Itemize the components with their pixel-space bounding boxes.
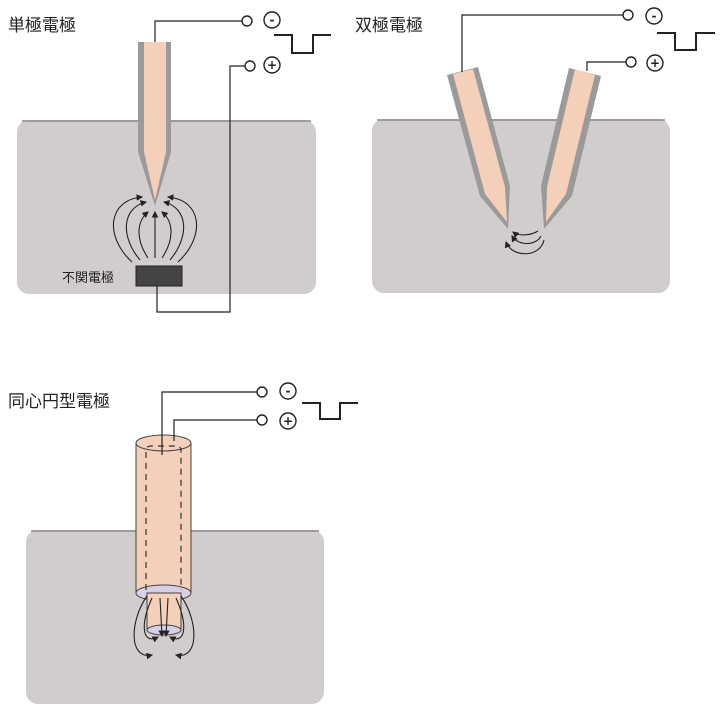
minus-symbol: - (263, 11, 281, 29)
plus-wire (173, 419, 257, 441)
minus-terminal (256, 386, 268, 398)
concentric-needle-electrode (135, 434, 192, 636)
svg-text:-: - (652, 9, 657, 23)
svg-text:+: + (267, 58, 277, 72)
plus-symbol: + (279, 412, 297, 430)
plus-wire (156, 65, 245, 313)
tissue (372, 119, 670, 293)
plus-symbol: + (263, 56, 281, 74)
reference-electrode (135, 265, 183, 287)
pulse-waveform (302, 402, 358, 420)
minus-wire (154, 20, 242, 42)
plus-terminal (625, 56, 637, 68)
minus-terminal (622, 9, 634, 21)
monopolar-panel: 単極電極 - + 不関電極 (8, 11, 331, 313)
minus-symbol: - (279, 382, 297, 400)
minus-symbol: - (645, 7, 663, 25)
svg-text:+: + (650, 56, 660, 70)
svg-text:-: - (286, 384, 291, 398)
plus-terminal (256, 414, 268, 426)
svg-text:-: - (270, 13, 275, 27)
bipolar-panel: 双極電極 - + (355, 7, 715, 293)
minus-terminal (241, 15, 253, 27)
concentric-panel: 同心円型電極 - + (8, 382, 358, 704)
pulse-waveform (657, 32, 715, 51)
needle-electrode (138, 42, 171, 206)
current-field-lines (504, 230, 545, 255)
pulse-waveform (274, 34, 331, 54)
plus-symbol: + (646, 54, 664, 72)
right-needle-electrode (541, 68, 601, 229)
bipolar-title: 双極電極 (355, 16, 423, 36)
plus-terminal (244, 60, 256, 72)
minus-wire (461, 14, 623, 72)
plus-wire (586, 61, 626, 71)
current-field-lines (133, 595, 195, 660)
current-field-lines (112, 194, 198, 263)
minus-wire (161, 391, 257, 455)
left-needle-electrode (447, 67, 510, 229)
svg-text:+: + (283, 414, 293, 428)
monopolar-title: 単極電極 (8, 16, 76, 36)
reference-electrode-label: 不関電極 (62, 270, 114, 286)
concentric-title: 同心円型電極 (8, 392, 110, 412)
